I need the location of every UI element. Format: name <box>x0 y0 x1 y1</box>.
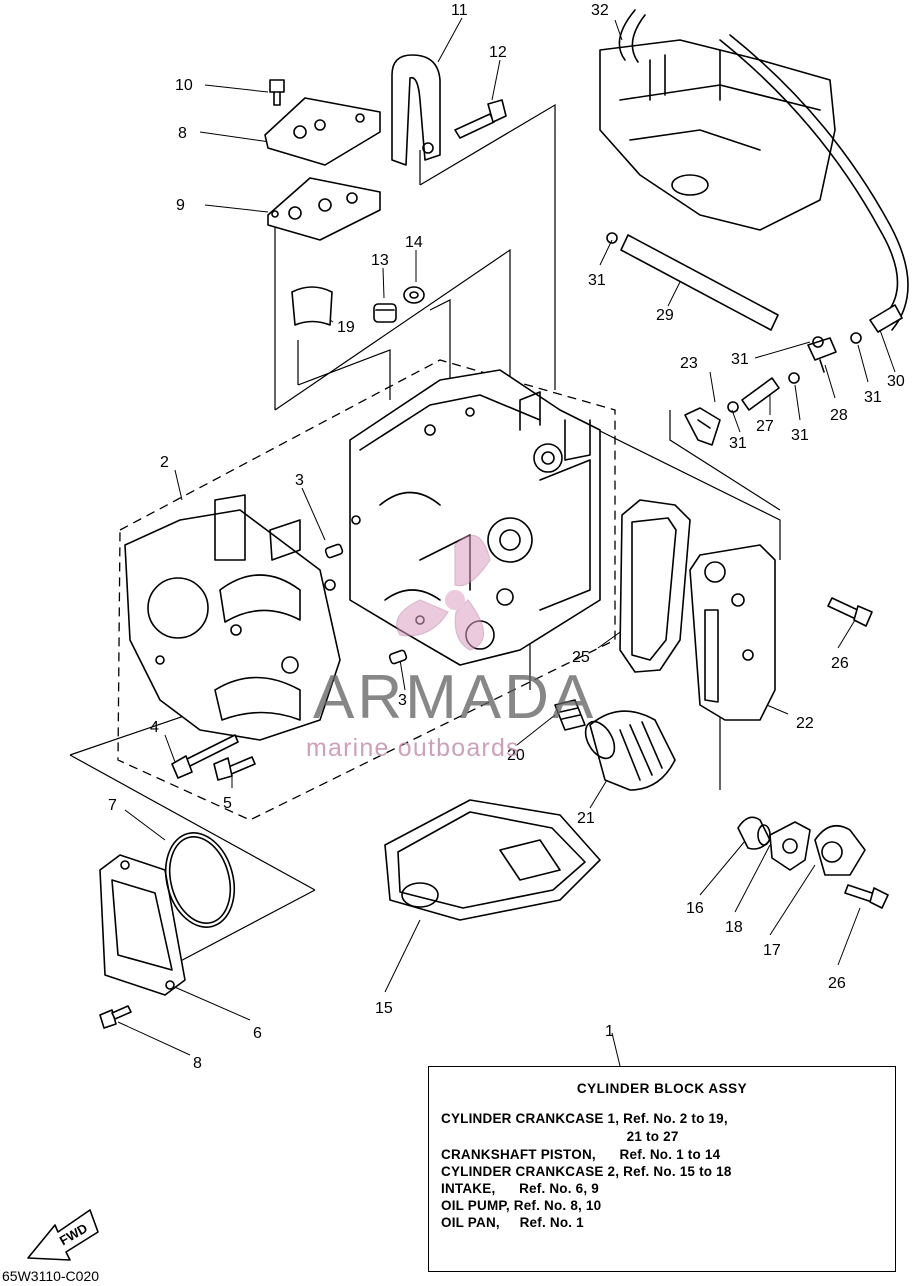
callout-20: 19 <box>337 319 355 336</box>
callout-10: 9 <box>176 197 185 214</box>
callout-27: 27 <box>756 418 774 435</box>
reference-line: CYLINDER CRANKCASE 2, Ref. No. 15 to 18 <box>441 1164 732 1179</box>
part-32-engine-section <box>599 39 836 231</box>
part-8-bolt <box>99 1005 132 1029</box>
callout-18: 17 <box>763 942 781 959</box>
callout-14: 13 <box>371 252 389 269</box>
callout-1: 1 <box>605 1023 614 1040</box>
part-30-hose <box>618 9 909 333</box>
callout-32: 32 <box>591 2 609 19</box>
part-27-hose <box>741 377 780 411</box>
callout-26a: 26 <box>831 655 849 672</box>
callout-23: 22 <box>796 715 814 732</box>
part-24-elbow <box>684 407 721 446</box>
watermark-tagline: marine outboards <box>306 734 520 762</box>
part-crankcase-block <box>349 369 601 666</box>
part-3-dowel-pins <box>324 543 408 665</box>
callout-8: 8 <box>193 1055 202 1072</box>
part-5-bolt <box>213 756 256 781</box>
callout-24: 23 <box>680 355 698 372</box>
reference-line: CYLINDER CRANKCASE 1, Ref. No. 2 to 19, <box>441 1111 728 1126</box>
callout-31a: 31 <box>588 272 606 289</box>
callout-30: 30 <box>887 373 905 390</box>
part-11-bolt <box>269 79 285 106</box>
part-28-fitting <box>807 337 837 373</box>
callout-22: 21 <box>577 810 595 827</box>
part-7-o-ring <box>164 832 236 928</box>
part-25-gasket <box>619 499 691 673</box>
callout-13: 12 <box>489 44 507 61</box>
part-15-washer <box>403 286 425 304</box>
part-23-cover <box>689 544 776 721</box>
callout-17: 16 <box>686 900 704 917</box>
diagram-code: 65W3110-C020 <box>2 1268 100 1284</box>
callout-31c: 31 <box>791 427 809 444</box>
callout-21: 20 <box>507 747 525 764</box>
part-19-gasket <box>769 821 811 871</box>
callout-11: 10 <box>175 77 193 94</box>
callout-6: 6 <box>253 1025 262 1042</box>
part-21-strainer <box>554 699 586 731</box>
callout-31d: 31 <box>729 435 747 452</box>
callout-26b: 26 <box>828 975 846 992</box>
callout-numbers: 10 8 9 11 12 13 14 19 2 3 3 4 5 7 6 8 15… <box>108 2 905 1072</box>
part-18-thermostat-cover <box>814 824 866 876</box>
part-4-long-bolt <box>171 734 239 779</box>
reference-line: OIL PUMP, Ref. No. 8, 10 <box>441 1198 602 1213</box>
part-9-plate <box>264 97 381 166</box>
part-20-bushing <box>291 286 333 326</box>
reference-title: CYLINDER BLOCK ASSY <box>576 1081 748 1096</box>
reference-line: 21 to 27 <box>441 1129 679 1144</box>
part-16-oil-pan-gasket <box>384 799 601 921</box>
watermark-brand: ARMADA <box>313 663 597 732</box>
callout-28: 28 <box>830 407 848 424</box>
reference-line: OIL PAN, Ref. No. 1 <box>441 1215 584 1230</box>
part-26-bolts <box>827 597 889 909</box>
callout-3b: 3 <box>398 692 407 709</box>
callout-7: 7 <box>108 797 117 814</box>
callout-31e: 31 <box>864 389 882 406</box>
part-2-crankcase-half <box>124 494 341 741</box>
callout-9: 8 <box>178 125 187 142</box>
callout-19: 18 <box>725 919 743 936</box>
part-31-clips <box>606 232 862 413</box>
part-10-gasket <box>267 177 381 241</box>
callout-leaders <box>117 17 896 1067</box>
part-6-intake-cover <box>99 854 186 996</box>
callout-31b: 31 <box>731 351 749 368</box>
reference-line: CRANKSHAFT PISTON, Ref. No. 1 to 14 <box>441 1147 721 1162</box>
callout-2: 2 <box>160 454 169 471</box>
callout-25: 25 <box>572 649 590 666</box>
part-14-plug <box>373 303 397 323</box>
callout-4: 4 <box>150 719 159 736</box>
part-12-bracket <box>391 54 441 166</box>
callout-29: 29 <box>656 307 674 324</box>
callout-12: 11 <box>451 2 468 19</box>
reference-line: INTAKE, Ref. No. 6, 9 <box>441 1181 599 1196</box>
part-13-bolt <box>454 99 507 139</box>
part-29-hose <box>620 234 779 331</box>
callout-3a: 3 <box>295 472 304 489</box>
watermark-logo-icon <box>396 534 491 651</box>
callout-15: 14 <box>405 234 423 251</box>
callout-16: 15 <box>375 1000 393 1017</box>
part-22-oil-filter <box>584 710 676 791</box>
callout-5: 5 <box>223 795 232 812</box>
reference-box: CYLINDER BLOCK ASSY CYLINDER CRANKCASE 1… <box>428 1066 896 1272</box>
fwd-arrow-icon: FWD <box>27 1209 99 1261</box>
